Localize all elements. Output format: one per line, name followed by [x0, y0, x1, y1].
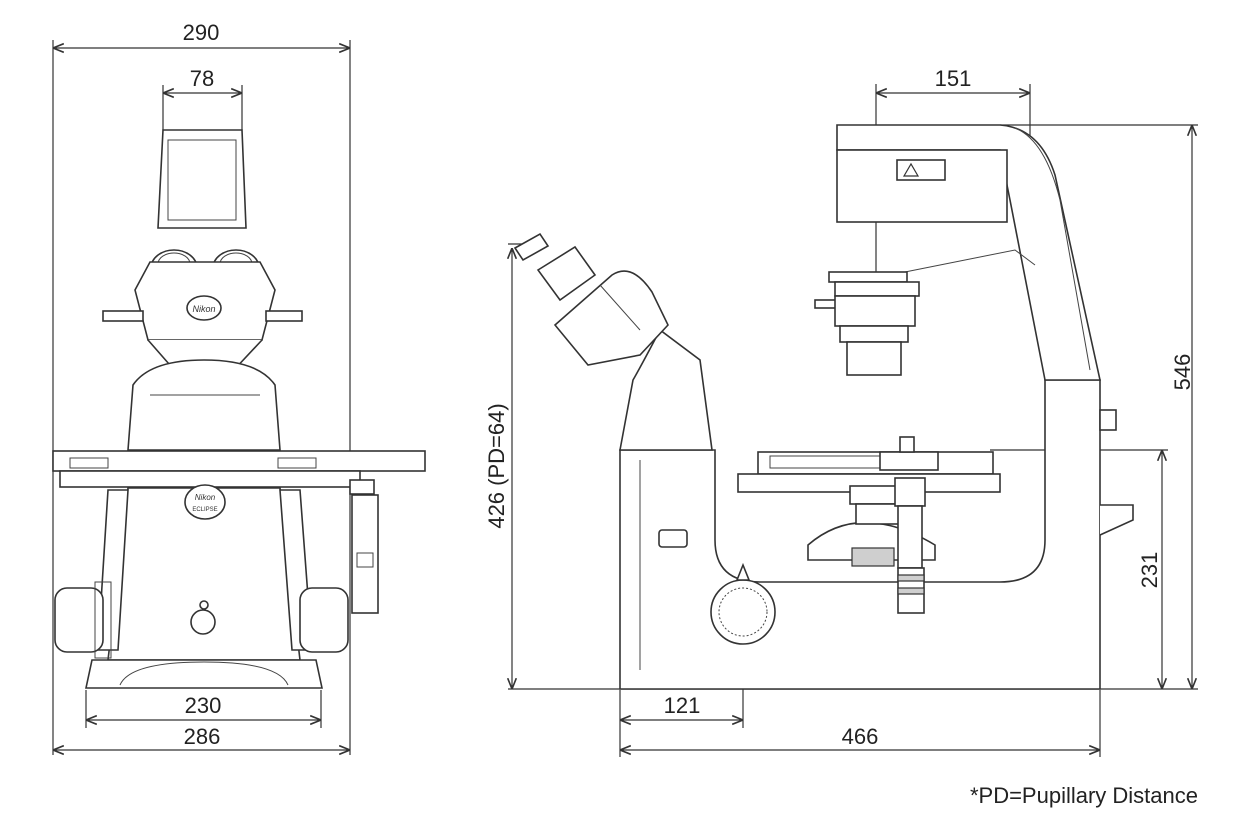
front-microscope-body: Nikon Nikon ECLIPSE: [52, 129, 426, 689]
dim-label-230: 230: [185, 693, 222, 718]
dim-label-121: 121: [664, 693, 701, 718]
dim-label-466: 466: [842, 724, 879, 749]
dim-label-151: 151: [935, 66, 972, 91]
head-logo-text: Nikon: [192, 304, 215, 314]
dim-label-78: 78: [190, 66, 214, 91]
side-microscope-body: [513, 124, 1134, 690]
dim-label-286: 286: [184, 724, 221, 749]
body-logo-brand: Nikon: [195, 493, 216, 502]
dim-label-426: 426 (PD=64): [484, 403, 509, 528]
footnote-pd: *PD=Pupillary Distance: [969, 783, 1198, 808]
front-view: 290 78 230 286 Nikon: [52, 20, 426, 755]
side-view: 151 546 426 (PD=64) 231 121 466: [484, 66, 1198, 757]
dim-label-546: 546: [1170, 354, 1195, 391]
dim-label-290: 290: [183, 20, 220, 45]
dim-label-231: 231: [1137, 552, 1162, 589]
body-logo-model: ECLIPSE: [192, 507, 217, 513]
